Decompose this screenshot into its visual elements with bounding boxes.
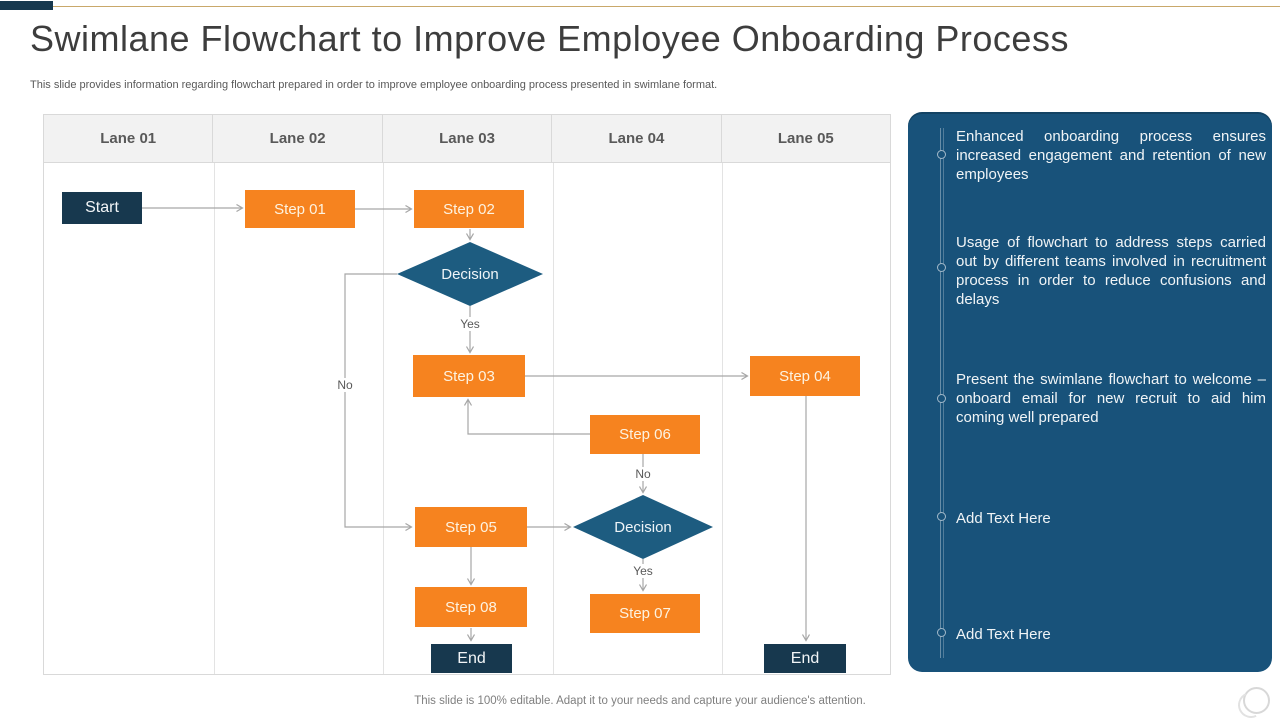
lane-header-04: Lane 04	[552, 115, 722, 163]
lane-header-01: Lane 01	[44, 115, 214, 163]
flow-node-step05: Step 05	[415, 507, 527, 547]
note-item-3: Present the swimlane flowchart to welcom…	[956, 371, 1266, 426]
flow-node-step04: Step 04	[750, 356, 860, 396]
flow-node-step01: Step 01	[245, 190, 355, 228]
timeline-dot-icon	[937, 263, 946, 272]
note-item-4: Add Text Here	[956, 510, 1051, 527]
slide-footer: This slide is 100% editable. Adapt it to…	[414, 695, 866, 707]
edge-label-yes-2: Yes	[630, 564, 656, 578]
timeline-line	[940, 128, 941, 658]
flow-node-step02: Step 02	[414, 190, 524, 228]
lane-divider	[722, 163, 724, 674]
gold-divider-line	[0, 6, 1280, 7]
timeline-dot-icon	[937, 394, 946, 403]
lane-header-02: Lane 02	[213, 115, 383, 163]
lane-divider	[383, 163, 385, 674]
timeline-dot-icon	[937, 512, 946, 521]
edge-label-yes-1: Yes	[457, 317, 483, 331]
lane-header-03: Lane 03	[382, 115, 553, 163]
lane-header-row: Lane 01 Lane 02 Lane 03 Lane 04 Lane 05	[44, 115, 891, 163]
timeline-dot-icon	[937, 628, 946, 637]
lane-divider	[552, 163, 554, 674]
logo-watermark-icon	[1243, 687, 1270, 714]
flow-node-step06: Step 06	[590, 415, 700, 454]
flow-node-step07: Step 07	[590, 594, 700, 633]
note-item-1: Enhanced onboarding process ensures incr…	[956, 128, 1266, 183]
edge-label-no-2: No	[632, 467, 654, 481]
flow-node-step08: Step 08	[415, 587, 527, 627]
notes-panel: Enhanced onboarding process ensures incr…	[908, 112, 1272, 672]
accent-bar	[0, 1, 53, 10]
page-title: Swimlane Flowchart to Improve Employee O…	[30, 18, 1069, 59]
note-item-2: Usage of flowchart to address steps carr…	[956, 234, 1266, 308]
timeline-line	[943, 128, 944, 658]
note-item-5: Add Text Here	[956, 626, 1051, 643]
flow-node-end-lane5: End	[764, 644, 846, 673]
slide-subtitle: This slide provides information regardin…	[30, 79, 718, 91]
edge-label-no-1: No	[334, 378, 356, 392]
flow-node-start: Start	[62, 192, 142, 224]
lane-header-05: Lane 05	[721, 115, 891, 163]
flow-node-step03: Step 03	[413, 355, 525, 397]
lane-divider	[213, 163, 215, 674]
timeline-dot-icon	[937, 150, 946, 159]
flow-node-end-lane3: End	[431, 644, 512, 673]
